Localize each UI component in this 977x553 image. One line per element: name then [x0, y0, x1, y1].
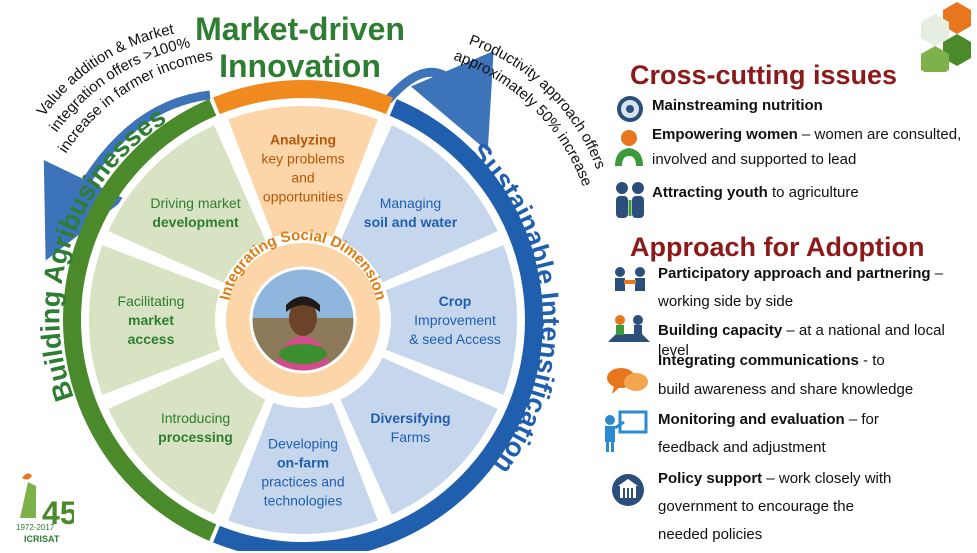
sector-label-driving-market: Driving market development [150, 195, 240, 230]
adoption-item-communications: Integrating communications - to [658, 352, 885, 369]
sector-label-line: Developing [268, 436, 338, 452]
icrisat-45-logo: 45 1972-2017 ICRISAT [14, 468, 78, 553]
right-curved-arrow [384, 50, 494, 152]
sector-managing-soil [335, 120, 503, 288]
sector-label-line: & seed Access [409, 331, 501, 347]
cross-item-youth: Attracting youth to agriculture [652, 184, 859, 201]
adoption-item-participatory-line2: working side by side [658, 293, 794, 310]
sector-label-facilitating-market: Facilitating market access [118, 293, 185, 347]
presentation-icon [602, 410, 648, 459]
nutrition-icon [614, 95, 646, 128]
innovation-title: Innovation [219, 48, 381, 84]
approach-title: Approach for Adoption [630, 232, 925, 262]
adoption-item-monitoring: Monitoring and evaluation – for [658, 411, 879, 428]
handshake-icon [612, 266, 648, 297]
sector-crop-improvement [380, 240, 521, 400]
sector-label-line: Facilitating [118, 293, 185, 309]
sector-label-line: access [128, 331, 175, 347]
sector-label-line: Farms [391, 429, 431, 445]
sector-label-line: processing [158, 429, 233, 445]
svg-text:ICRISAT: ICRISAT [24, 534, 60, 544]
cross-item-women: Empowering women – women are consulted, [652, 126, 962, 143]
communication-icon [606, 364, 650, 401]
cross-item-nutrition: Mainstreaming nutrition [652, 97, 823, 114]
sector-developing-on-farm [223, 397, 383, 538]
sector-label-line: practices and [261, 474, 344, 490]
adoption-item-policy: Policy support – work closely with [658, 470, 892, 487]
sector-label-managing-soil: Managing soil and water [364, 195, 458, 230]
sector-label-line: Driving market [150, 195, 240, 211]
adoption-item-policy-line3: needed policies [658, 526, 763, 543]
sector-label-line: on-farm [277, 455, 329, 471]
sector-label-line: Diversifying [370, 410, 450, 426]
sector-driving-market [103, 120, 271, 288]
women-icon [612, 128, 646, 173]
sector-label-line: and [291, 170, 314, 186]
adoption-item-participatory: Participatory approach and partnering – [658, 265, 944, 282]
youth-icon [612, 180, 648, 225]
svg-text:1972-2017: 1972-2017 [16, 523, 55, 532]
sector-label-line: Introducing [161, 410, 230, 426]
sector-label-introducing-processing: Introducing processing [158, 410, 233, 445]
sector-label-line: Crop [439, 293, 472, 309]
svg-text:45: 45 [42, 495, 74, 531]
adoption-item-policy-line2: government to encourage the [658, 498, 854, 515]
hexagon-decoration-icon [905, 0, 977, 78]
adoption-item-communications-line2: build awareness and share knowledge [658, 381, 914, 398]
adoption-item-monitoring-line2: feedback and adjustment [658, 439, 826, 456]
sector-label-line: Managing [380, 195, 442, 211]
policy-icon [610, 472, 646, 513]
sector-label-line: key problems [261, 151, 344, 167]
sector-label-line: development [152, 214, 239, 230]
sector-label-line: Analyzing [270, 132, 336, 148]
innovation-wheel-diagram: Analyzing key problems and opportunities Man… [34, 11, 609, 551]
market-driven-title: Market-driven [195, 11, 405, 47]
sector-label-line: market [128, 312, 174, 328]
sector-label-analyzing: Analyzing key problems and opportunities [261, 132, 344, 205]
cross-item-women-line2: involved and supported to lead [652, 151, 857, 168]
green-outer-band [62, 99, 217, 541]
sector-introducing-processing [103, 352, 271, 520]
sector-label-developing-on-farm: Developing on-farm practices and technologi… [261, 436, 344, 509]
capacity-icon [606, 312, 652, 349]
sector-analyzing [223, 102, 383, 243]
adoption-item-capacity: Building capacity – at a national and lo… [658, 322, 945, 359]
sector-label-line: Improvement [414, 312, 496, 328]
sector-label-line: technologies [264, 493, 343, 509]
left-curved-arrow [43, 90, 211, 261]
sector-label-line: soil and water [364, 214, 458, 230]
cross-cutting-title: Cross-cutting issues [630, 60, 898, 90]
sector-facilitating-market [85, 240, 226, 400]
orange-outer-band [213, 80, 393, 115]
sector-diversifying [335, 352, 503, 520]
sector-label-line: opportunities [263, 189, 343, 205]
